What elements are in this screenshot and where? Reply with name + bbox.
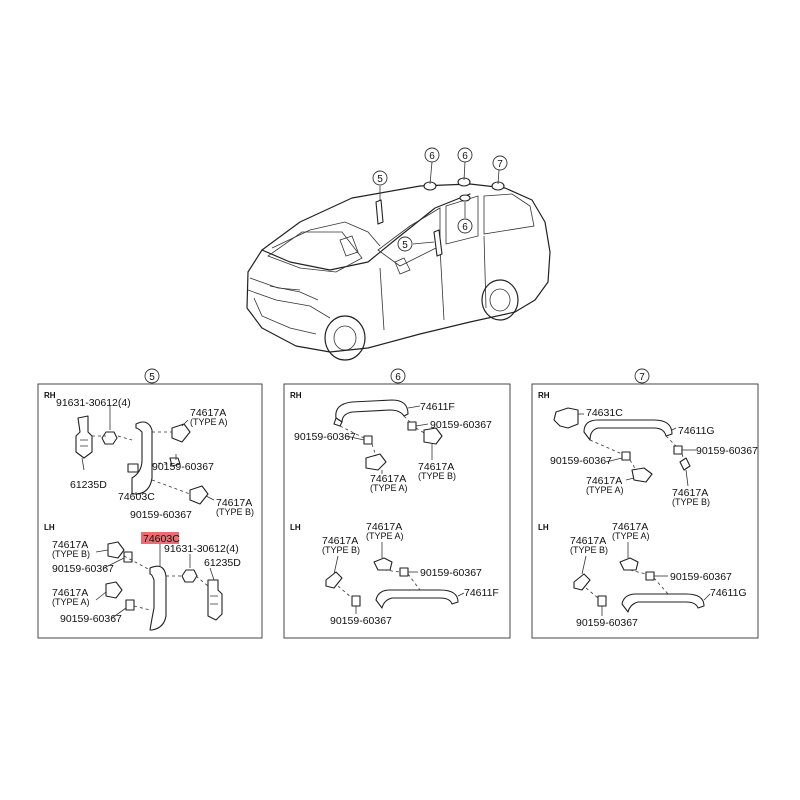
label-clip-rh-1: 90159-60367: [152, 461, 214, 473]
label-74617a-lh-typeb: 74617A: [52, 539, 88, 551]
type-b-6lh: (TYPE B): [322, 545, 360, 555]
label-74617a-7lh-a: 74617A: [612, 521, 648, 533]
label-74617a-6rh-a: 74617A: [370, 473, 406, 485]
label-74617a-6lh-b: 74617A: [322, 535, 358, 547]
panel-5-rh-label: RH: [44, 391, 56, 400]
type-b-7rh: (TYPE B): [672, 497, 710, 507]
callout-6-top2: 6: [462, 151, 468, 162]
label-clip-rh-2: 90159-60367: [130, 509, 192, 521]
label-74617a-6lh-a: 74617A: [366, 521, 402, 533]
highlight-74603c: [141, 532, 179, 544]
type-a-6lh: (TYPE A): [366, 531, 404, 541]
label-clip-7rh-1: 90159-60367: [696, 445, 758, 457]
label-74617a-rh-typea: 74617A: [190, 407, 226, 419]
panel-5-lh-label: LH: [44, 523, 55, 532]
bracket-rh: [75, 415, 93, 459]
label-clip-7rh-2: 90159-60367: [550, 455, 612, 467]
label-74631c: 74631C: [586, 407, 623, 419]
label-bracket-lh: 61235D: [204, 557, 241, 569]
grip-74611f-lh: [375, 589, 459, 609]
label-74617a-7rh-b: 74617A: [672, 487, 708, 499]
label-74617a-6rh-b: 74617A: [418, 461, 454, 473]
label-74603c-rh: 74603C: [118, 491, 155, 503]
panel-7: 7 RH LH 74631C 74611G 90159-60367 90159-…: [531, 368, 759, 639]
type-b-lh: (TYPE B): [52, 549, 90, 559]
label-74617a-rh-typeb: 74617A: [216, 497, 252, 509]
label-bracket-rh: 61235D: [70, 479, 107, 491]
panel-5: 5 RH LH 91631-30612(4) 74617A (TYPE A) 9…: [37, 368, 263, 639]
type-a-rh: (TYPE A): [190, 417, 228, 427]
panel-6-lh-label: LH: [290, 523, 301, 532]
label-clip-6rh-2: 90159-60367: [430, 419, 492, 431]
panel-6-rh-label: RH: [290, 391, 302, 400]
callout-5-top: 5: [377, 174, 383, 185]
label-bolt-lh: 91631-30612(4): [164, 543, 239, 555]
label-74617a-lh-typea: 74617A: [52, 587, 88, 599]
panel-6-number: 6: [395, 372, 401, 383]
panel-6: 6 RH LH 74611F 90159-60367 90159-60367 7…: [283, 368, 511, 639]
grip-74611g-rh: [583, 419, 673, 441]
label-clip-6rh-1: 90159-60367: [294, 431, 356, 443]
callout-6-mid: 6: [462, 222, 468, 233]
panel-5-number: 5: [149, 372, 155, 383]
label-74611g-rh: 74611G: [678, 425, 715, 437]
type-b-rh: (TYPE B): [216, 507, 254, 517]
grip-74603c-rh: [131, 421, 153, 495]
label-74617a-7rh-a: 74617A: [586, 475, 622, 487]
label-74617a-7lh-b: 74617A: [570, 535, 606, 547]
type-a-7rh: (TYPE A): [586, 485, 624, 495]
panel-7-lh-label: LH: [538, 523, 549, 532]
label-clip-lh-1: 90159-60367: [52, 563, 114, 575]
type-b-7lh: (TYPE B): [570, 545, 608, 555]
callout-5-mid: 5: [402, 240, 408, 251]
label-clip-6lh-1: 90159-60367: [420, 567, 482, 579]
label-74603c-lh-highlighted: 74603C: [143, 533, 180, 545]
label-clip-lh-2: 90159-60367: [60, 613, 122, 625]
bracket-lh: [207, 579, 223, 621]
label-clip-7lh-1: 90159-60367: [670, 571, 732, 583]
label-74611f-lh: 74611F: [464, 587, 499, 599]
label-clip-6lh-2: 90159-60367: [330, 615, 392, 627]
type-b-6rh: (TYPE B): [418, 471, 456, 481]
label-bolt-rh: 91631-30612(4): [56, 397, 131, 409]
grip-74611f-rh: [335, 399, 409, 423]
minivan-illustration: 5 6 6 7 6 5: [246, 147, 551, 361]
hook-74631c: [553, 407, 579, 429]
label-74611g-lh: 74611G: [710, 587, 747, 599]
label-74611f-rh: 74611F: [420, 401, 455, 413]
grip-74611g-lh: [621, 593, 705, 613]
panel-7-rh-label: RH: [538, 391, 550, 400]
grip-74603c-lh: [149, 565, 167, 631]
label-clip-7lh-2: 90159-60367: [576, 617, 638, 629]
panel-7-number: 7: [639, 372, 645, 383]
type-a-6rh: (TYPE A): [370, 483, 408, 493]
type-a-7lh: (TYPE A): [612, 531, 650, 541]
callout-7-top: 7: [497, 159, 503, 170]
type-a-lh: (TYPE A): [52, 597, 90, 607]
callout-6-top: 6: [429, 151, 435, 162]
